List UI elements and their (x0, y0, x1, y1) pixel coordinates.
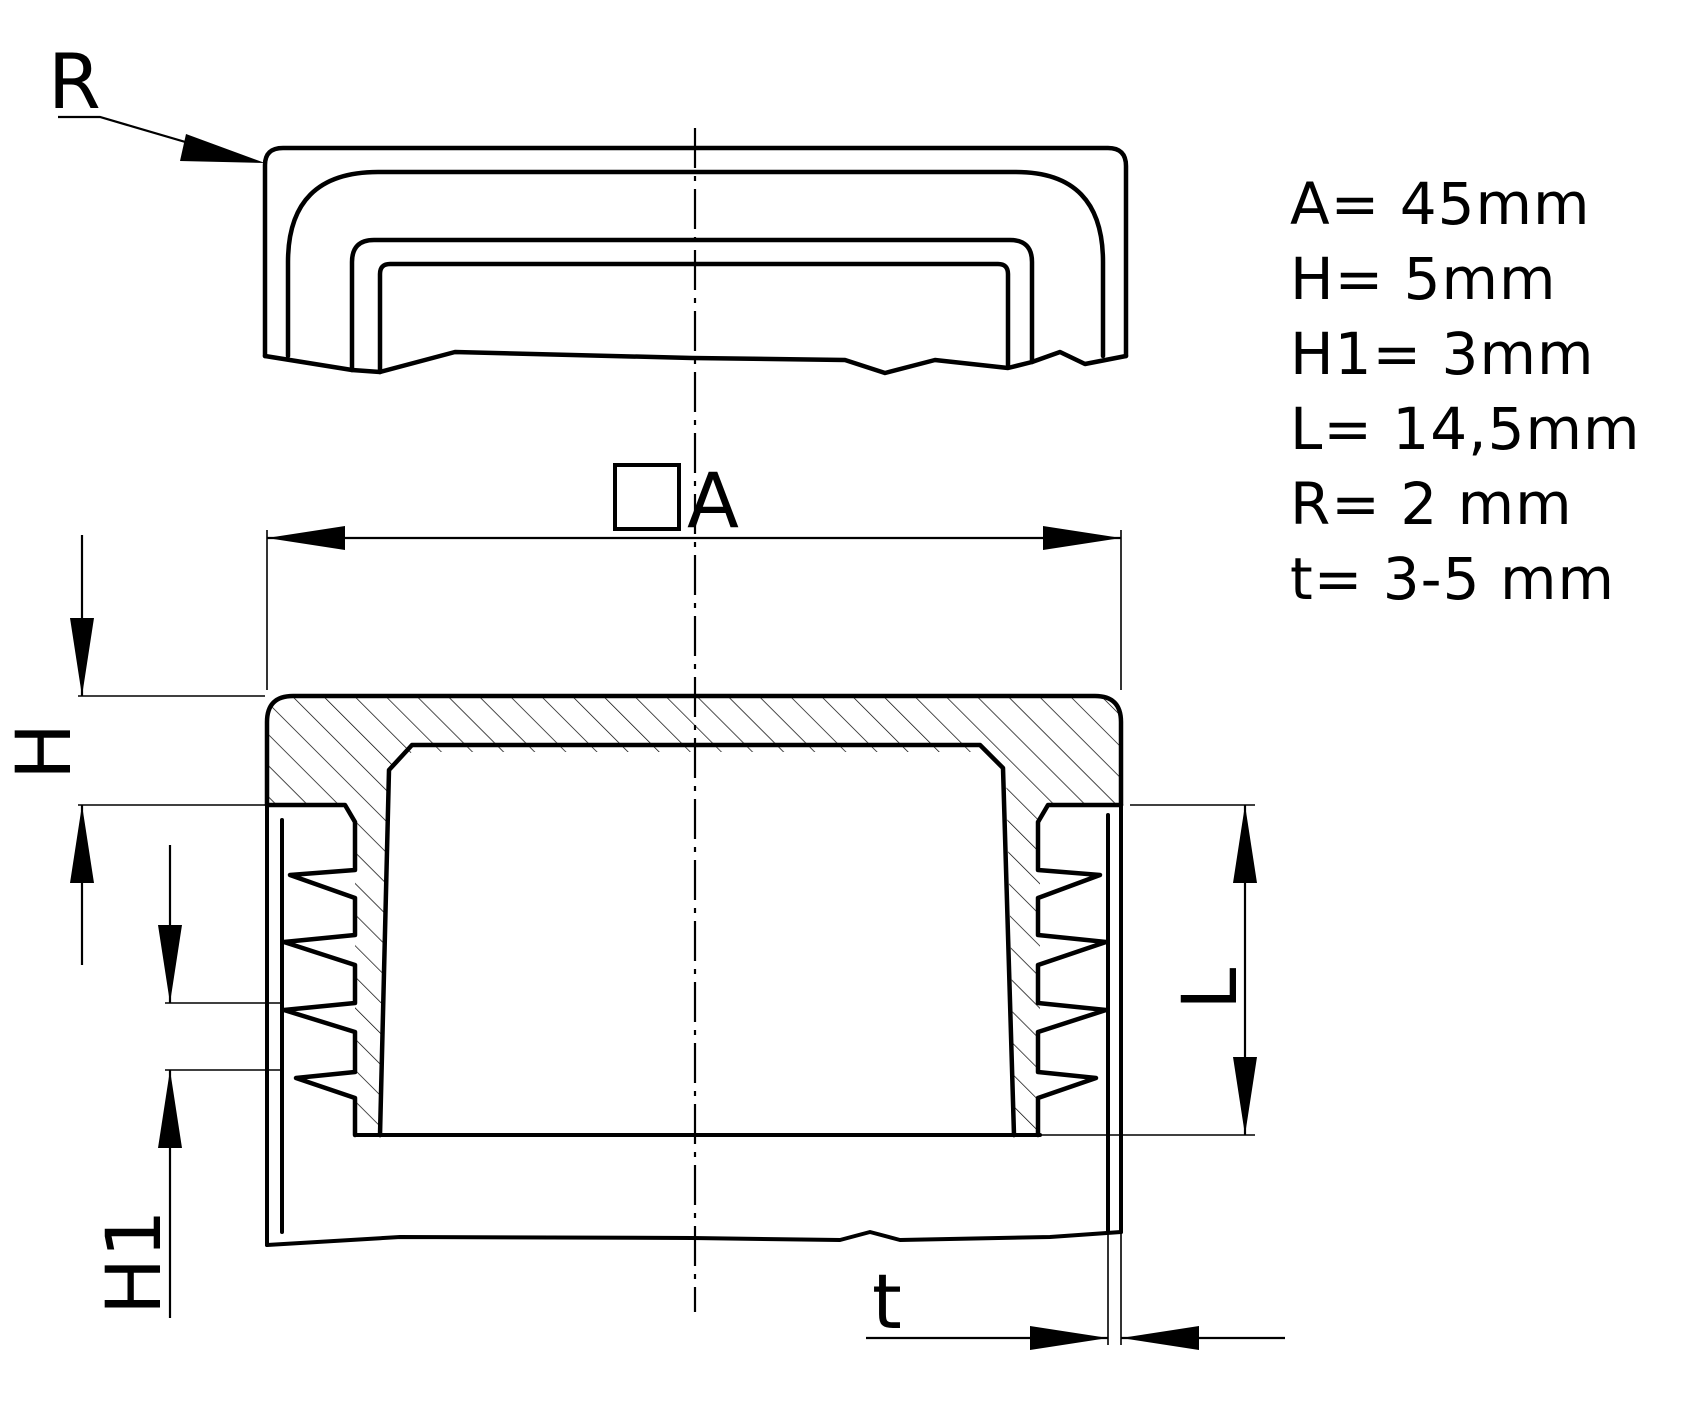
radius-callout: R (48, 37, 265, 163)
dimension-h: H (0, 535, 265, 965)
width-label: A (687, 456, 739, 545)
radius-label: R (48, 37, 101, 126)
thickness-label: t (872, 1257, 902, 1346)
spec-t: t= 3-5 mm (1290, 545, 1615, 613)
section-view (264, 693, 1124, 1247)
spec-list: A= 45mm H= 5mm H1= 3mm L= 14,5mm R= 2 mm… (1290, 170, 1641, 613)
dimension-h1: H1 (89, 845, 282, 1318)
dimension-a: A (266, 456, 1122, 690)
spec-a: A= 45mm (1290, 170, 1591, 238)
spec-h1: H1= 3mm (1290, 320, 1594, 388)
length-label: L (1165, 968, 1254, 1010)
height1-label: H1 (89, 1209, 178, 1315)
spec-h: H= 5mm (1290, 245, 1557, 313)
height-label: H (0, 723, 88, 780)
spec-l: L= 14,5mm (1290, 395, 1641, 463)
square-symbol (613, 463, 681, 531)
dimension-t: t (866, 1232, 1285, 1350)
spec-r: R= 2 mm (1290, 470, 1573, 538)
dimension-l: L (1040, 804, 1257, 1136)
